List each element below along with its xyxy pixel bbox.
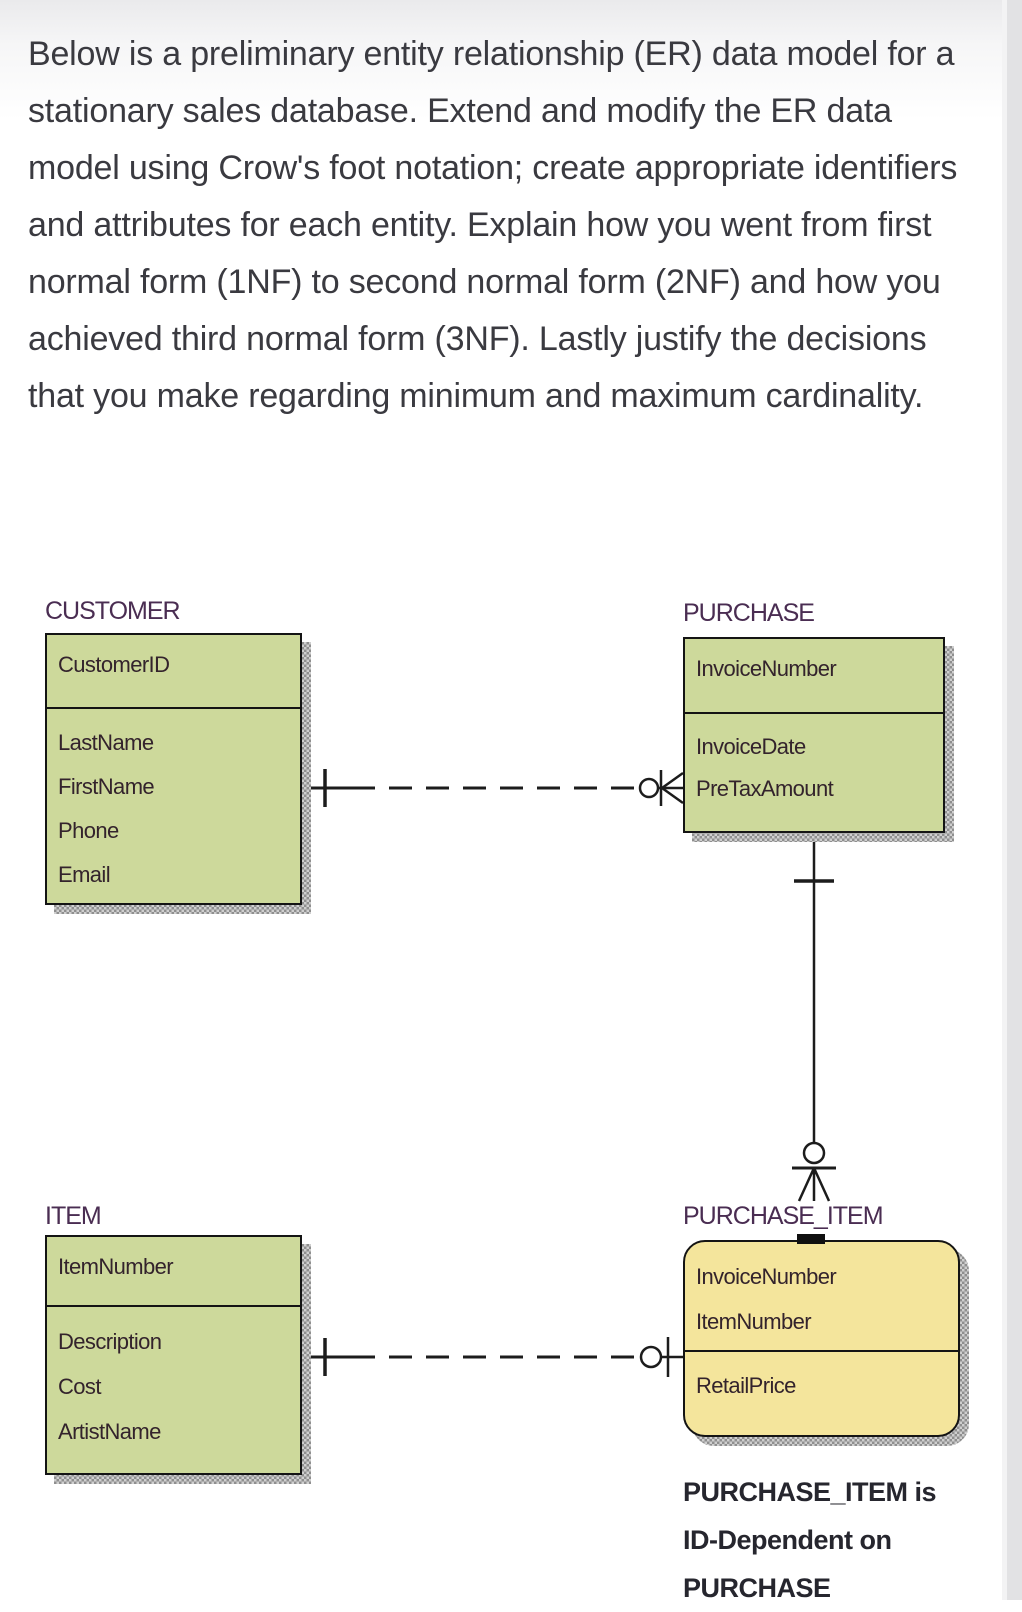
attribute-compartment: LastName FirstName Phone Email: [47, 707, 300, 903]
connector-anchor-tab: [797, 1234, 825, 1244]
crowfoot-many-icon: [661, 771, 684, 805]
entity-title-purchase-item: PURCHASE_ITEM: [683, 1202, 884, 1230]
attribute-itemnumber: ItemNumber: [696, 1309, 812, 1334]
entity-box: InvoiceNumber ItemNumber RetailPrice: [683, 1240, 960, 1437]
attribute-firstname: FirstName: [58, 774, 155, 799]
entity-box: ItemNumber Description Cost ArtistName: [45, 1235, 302, 1475]
attribute-customerid: CustomerID: [58, 652, 170, 677]
entity-title-customer: CUSTOMER: [45, 597, 181, 625]
attribute-pretaxamount: PreTaxAmount: [696, 776, 834, 801]
attribute-lastname: LastName: [58, 730, 154, 755]
relationship-purchase-purchaseitem: [792, 834, 836, 1202]
key-compartment: InvoiceNumber ItemNumber: [685, 1242, 958, 1350]
attribute-cost: Cost: [58, 1374, 101, 1399]
entity-item: ItemNumber Description Cost ArtistName: [45, 1235, 311, 1484]
key-compartment: InvoiceNumber: [685, 639, 943, 712]
entity-purchase: InvoiceNumber InvoiceDate PreTaxAmount: [683, 637, 954, 842]
note-line-2: ID-Dependent on PURCHASE: [683, 1525, 892, 1603]
relationship-customer-purchase: [302, 769, 684, 807]
note-line-1: PURCHASE_ITEM is: [683, 1477, 937, 1507]
scrollbar-track[interactable]: [1002, 0, 1022, 1600]
cardinality-zero-circle: [802, 1141, 826, 1165]
attribute-compartment: RetailPrice: [685, 1350, 958, 1435]
attribute-invoicedate: InvoiceDate: [696, 734, 806, 759]
attribute-compartment: Description Cost ArtistName: [47, 1305, 300, 1473]
entity-box: CustomerID LastName FirstName Phone Emai…: [45, 633, 302, 905]
attribute-itemnumber: ItemNumber: [58, 1254, 174, 1279]
relationship-item-purchaseitem: [302, 1337, 683, 1377]
attribute-phone: Phone: [58, 818, 119, 843]
key-compartment: ItemNumber: [47, 1237, 300, 1305]
question-text: Below is a preliminary entity relationsh…: [28, 35, 958, 415]
cardinality-zero-circle: [639, 1345, 663, 1369]
attribute-invoicenumber: InvoiceNumber: [696, 656, 837, 681]
key-compartment: CustomerID: [47, 635, 300, 707]
attribute-artistname: ArtistName: [58, 1419, 161, 1444]
entity-title-purchase: PURCHASE: [683, 599, 815, 627]
attribute-retailprice: RetailPrice: [696, 1373, 796, 1398]
attribute-email: Email: [58, 862, 111, 887]
attribute-compartment: InvoiceDate PreTaxAmount: [685, 712, 943, 831]
cardinality-zero-circle: [638, 777, 660, 799]
entity-box: InvoiceNumber InvoiceDate PreTaxAmount: [683, 637, 945, 833]
attribute-invoicenumber: InvoiceNumber: [696, 1264, 837, 1289]
attribute-description: Description: [58, 1329, 162, 1354]
page-background-gradient: [0, 0, 1022, 130]
entity-purchase-item: InvoiceNumber ItemNumber RetailPrice: [683, 1234, 969, 1446]
id-dependency-note: PURCHASE_ITEM is ID-Dependent on PURCHAS…: [683, 1468, 1018, 1612]
entity-customer: CustomerID LastName FirstName Phone Emai…: [45, 633, 311, 914]
crowfoot-many-icon: [797, 1167, 831, 1202]
entity-title-item: ITEM: [45, 1202, 102, 1230]
